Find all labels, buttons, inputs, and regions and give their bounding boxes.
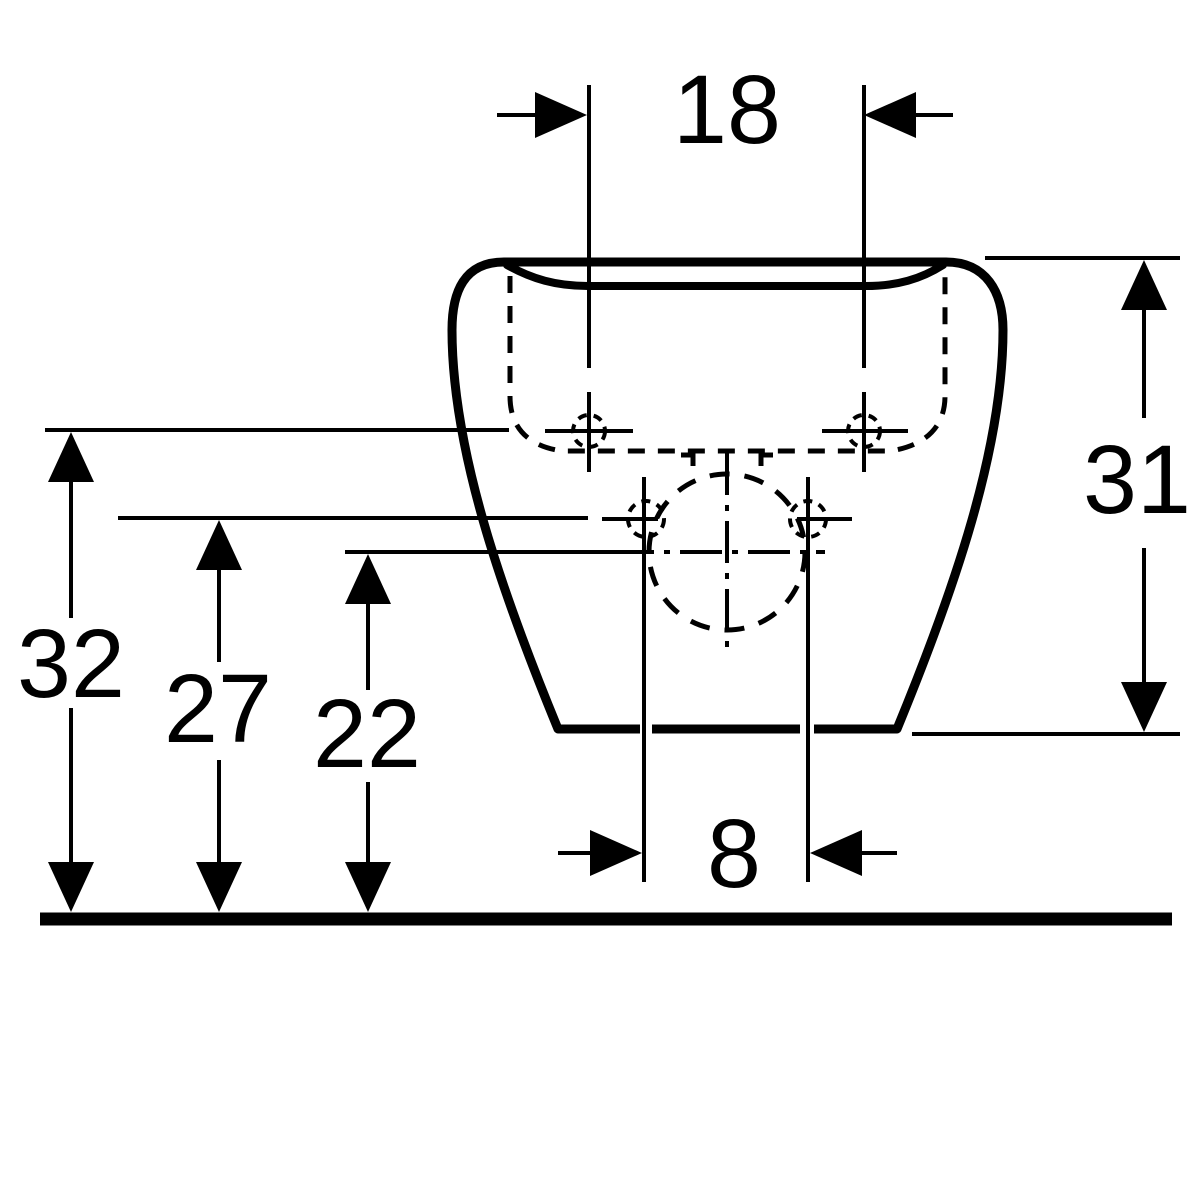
- dimension-bottom-width: 8: [558, 477, 897, 908]
- dim-label-inner-left: 22: [313, 679, 421, 788]
- dimension-outer-left-height: 32: [17, 428, 509, 912]
- fixture-outer-silhouette: [447, 257, 1008, 734]
- arrowhead-left-pointing: [810, 830, 862, 876]
- dim-label-mid-left: 27: [164, 654, 272, 763]
- drain-opening: [612, 453, 825, 647]
- arrowhead-up-pointing: [1121, 260, 1167, 310]
- dimension-top-width: 18: [497, 55, 953, 368]
- dim-label-top-width: 18: [673, 55, 781, 164]
- arrowhead-right-pointing: [590, 830, 642, 876]
- arrowhead-left-pointing: [864, 92, 916, 138]
- dimension-mid-left-height: 27: [118, 516, 588, 912]
- fixing-hole-lower-left: [602, 499, 666, 539]
- arrowhead-up-pointing: [345, 554, 391, 604]
- hidden-notch-right: [758, 452, 773, 466]
- dim-label-right-height: 31: [1083, 425, 1191, 534]
- arrowhead-down-pointing: [1121, 682, 1167, 732]
- dim-label-outer-left: 32: [17, 609, 125, 718]
- arrowhead-up-pointing: [196, 520, 242, 570]
- arrowhead-right-pointing: [535, 92, 587, 138]
- dim-label-bottom-width: 8: [707, 799, 761, 908]
- hidden-notch-left: [681, 452, 696, 466]
- dimension-right-height: 31: [912, 256, 1191, 736]
- fixture-rim-line: [503, 261, 947, 290]
- arrowhead-up-pointing: [48, 432, 94, 482]
- arrowhead-down-pointing: [196, 862, 242, 912]
- dimension-inner-left-height: 22: [313, 550, 612, 912]
- arrowhead-down-pointing: [48, 862, 94, 912]
- fixture-body: [447, 257, 1008, 734]
- fixing-hole-upper-left: [545, 392, 633, 472]
- fixture-hidden-outline: [507, 276, 948, 454]
- fixing-hole-upper-right: [822, 392, 908, 472]
- arrowhead-down-pointing: [345, 862, 391, 912]
